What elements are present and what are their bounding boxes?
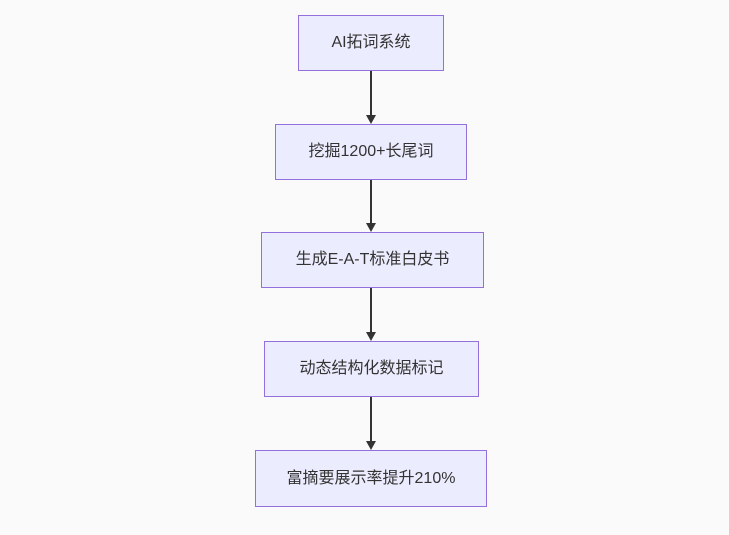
arrowhead-down-icon bbox=[366, 115, 376, 124]
flow-arrow-1 bbox=[365, 71, 377, 124]
node-label: 动态结构化数据标记 bbox=[299, 360, 444, 377]
node-ai-word-expansion-system: AI拓词系统 bbox=[298, 15, 444, 71]
arrow-line bbox=[370, 180, 372, 223]
node-label: 生成E-A-T标准白皮书 bbox=[295, 251, 450, 268]
arrowhead-down-icon bbox=[366, 332, 376, 341]
arrowhead-down-icon bbox=[366, 223, 376, 232]
node-rich-snippet-rate-result: 富摘要展示率提升210% bbox=[255, 450, 487, 507]
flow-arrow-3 bbox=[365, 288, 377, 341]
node-dynamic-structured-data-markup: 动态结构化数据标记 bbox=[264, 341, 479, 397]
arrowhead-down-icon bbox=[366, 441, 376, 450]
flow-arrow-2 bbox=[365, 180, 377, 232]
node-longtail-keyword-mining: 挖掘1200+长尾词 bbox=[275, 124, 467, 180]
arrow-line bbox=[370, 71, 372, 115]
node-label: 富摘要展示率提升210% bbox=[286, 469, 456, 487]
node-label: 挖掘1200+长尾词 bbox=[308, 143, 434, 160]
node-label: AI拓词系统 bbox=[331, 34, 411, 51]
arrow-line bbox=[370, 397, 372, 441]
arrow-line bbox=[370, 288, 372, 332]
flow-arrow-4 bbox=[365, 397, 377, 450]
node-eat-whitepaper-generation: 生成E-A-T标准白皮书 bbox=[261, 232, 484, 288]
